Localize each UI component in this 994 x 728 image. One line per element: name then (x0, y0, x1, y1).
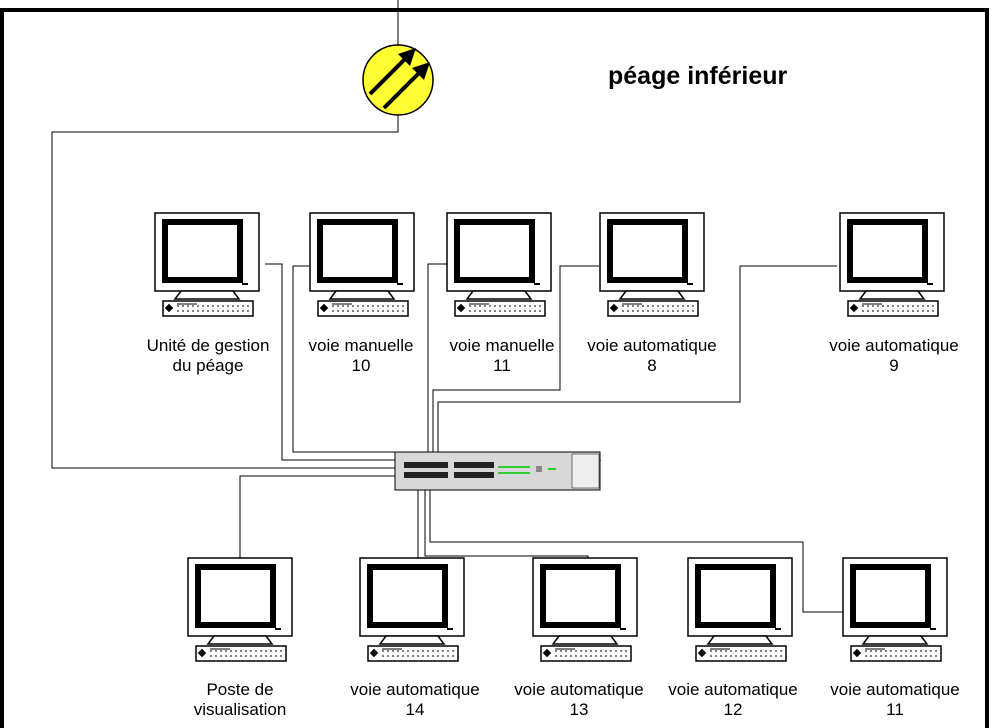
node-label-auto-14: voie automatique 14 (330, 680, 500, 720)
node-label-line: 9 (889, 356, 899, 375)
node-label-auto-11: voie automatique 11 (810, 680, 980, 720)
node-label-line: 13 (569, 700, 589, 719)
node-label-line: voie automatique (514, 680, 644, 699)
node-label-line: voie automatique (350, 680, 480, 699)
node-label-auto-8: voie automatique 8 (566, 336, 738, 376)
router-icon (362, 44, 434, 116)
computer-icon (310, 213, 414, 316)
node-label-line: voie automatique (829, 336, 959, 355)
node-label-line: 11 (493, 356, 511, 375)
node-label-poste: Poste de visualisation (180, 680, 300, 720)
node-label-line: Poste de (206, 680, 274, 699)
node-label-line: visualisation (193, 700, 287, 719)
computer-icon (840, 213, 944, 316)
node-label-line: 8 (647, 356, 657, 375)
computer-icon (447, 213, 551, 316)
diagram-frame (0, 8, 989, 728)
computer-icon (360, 558, 464, 661)
node-label-line: voie automatique (587, 336, 717, 355)
node-label-manuelle-10: voie manuelle 10 (291, 336, 431, 376)
diagram-title: péage inférieur (608, 62, 788, 90)
computer-icon (188, 558, 292, 661)
node-label-line: voie automatique (830, 680, 960, 699)
node-label-line: du péage (172, 356, 244, 375)
node-label-line: 12 (723, 700, 743, 719)
computer-icon (843, 558, 947, 661)
network-links (51, 0, 844, 613)
node-label-manuelle-11: voie manuelle 11 (432, 336, 572, 376)
node-label-line: 11 (886, 700, 904, 719)
node-label-line: voie manuelle (308, 336, 414, 355)
node-label-line: Unité de gestion (146, 336, 270, 355)
node-label-line: 10 (351, 356, 371, 375)
node-label-auto-13: voie automatique 13 (502, 680, 656, 720)
node-label-line: voie automatique (668, 680, 798, 699)
node-label-auto-12: voie automatique 12 (656, 680, 810, 720)
node-label-gestion: Unité de gestion du péage (122, 336, 294, 376)
computer-icon (688, 558, 792, 661)
node-label-line: voie manuelle (449, 336, 555, 355)
computer-icon (600, 213, 704, 316)
network-switch-icon (393, 451, 602, 491)
computer-icon (533, 558, 637, 661)
computer-icon (155, 213, 259, 316)
node-label-auto-9: voie automatique 9 (808, 336, 980, 376)
node-label-line: 14 (405, 700, 425, 719)
